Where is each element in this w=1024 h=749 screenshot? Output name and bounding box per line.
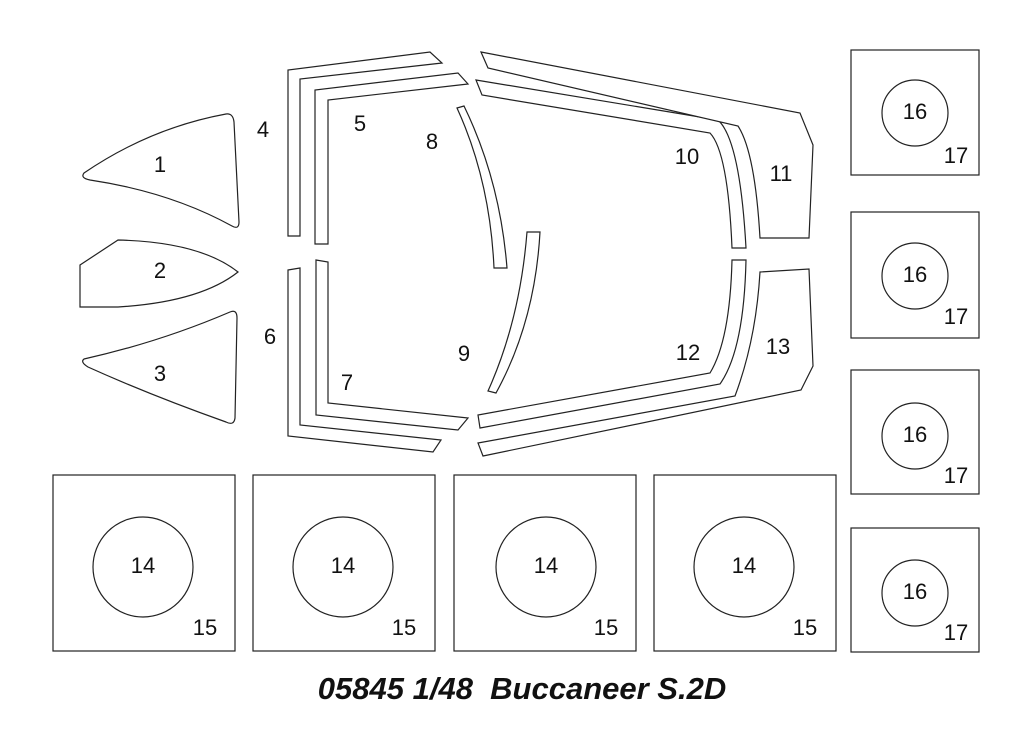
- mask-part-8: [456, 105, 508, 269]
- label-part-17: 17: [944, 620, 968, 645]
- label-part-2: 2: [154, 258, 166, 283]
- label-part-17: 17: [944, 304, 968, 329]
- label-part-15: 15: [594, 615, 618, 640]
- mask-set-16-17-c: 16 17: [850, 369, 980, 495]
- label-part-12: 12: [676, 340, 700, 365]
- label-part-1: 1: [154, 152, 166, 177]
- mask-set-16-17-a: 16 17: [850, 49, 980, 176]
- label-part-16: 16: [903, 579, 927, 604]
- mask-part-12: [477, 259, 747, 429]
- label-part-16: 16: [903, 262, 927, 287]
- mask-part-3: [82, 310, 238, 424]
- label-part-7: 7: [341, 370, 353, 395]
- label-part-14: 14: [131, 553, 155, 578]
- mask-part-1: [82, 113, 240, 228]
- label-part-3: 3: [154, 361, 166, 386]
- mask-part-4: [287, 51, 444, 237]
- mask-set-14-15-d: 14 15: [653, 474, 837, 652]
- mask-set-16-17-d: 16 17: [850, 527, 980, 653]
- mask-part-5: [314, 72, 470, 245]
- mask-set-14-15-c: 14 15: [453, 474, 637, 652]
- mask-part-7: [315, 259, 470, 431]
- sheet-title: 05845 1/48 Buccaneer S.2D: [318, 671, 726, 706]
- label-part-6: 6: [264, 324, 276, 349]
- mask-part-9: [487, 231, 541, 394]
- mask-part-10: [475, 79, 747, 249]
- mask-part-11: [479, 51, 814, 239]
- label-part-11: 11: [770, 161, 793, 186]
- label-part-8: 8: [426, 129, 438, 154]
- label-part-10: 10: [675, 144, 699, 169]
- label-part-13: 13: [766, 334, 790, 359]
- label-part-17: 17: [944, 463, 968, 488]
- mask-set-14-15-b: 14 15: [252, 474, 436, 652]
- label-part-4: 4: [257, 117, 269, 142]
- label-part-15: 15: [392, 615, 416, 640]
- label-part-14: 14: [534, 553, 558, 578]
- label-part-14: 14: [732, 553, 756, 578]
- mask-set-14-15-a: 14 15: [52, 474, 236, 652]
- label-part-9: 9: [458, 341, 470, 366]
- mask-set-16-17-b: 16 17: [850, 211, 980, 339]
- label-part-15: 15: [193, 615, 217, 640]
- mask-part-13: [477, 268, 814, 457]
- mask-part-6: [287, 267, 443, 453]
- mask-part-2: [79, 239, 239, 308]
- label-part-14: 14: [331, 553, 355, 578]
- label-part-17: 17: [944, 143, 968, 168]
- label-part-16: 16: [903, 422, 927, 447]
- label-part-5: 5: [354, 111, 366, 136]
- label-part-15: 15: [793, 615, 817, 640]
- label-part-16: 16: [903, 99, 927, 124]
